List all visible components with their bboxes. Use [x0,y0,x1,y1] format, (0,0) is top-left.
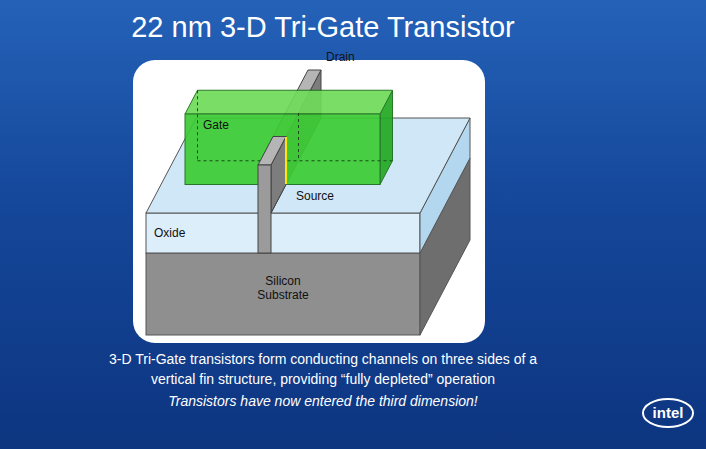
channel-line [285,137,287,184]
hidden-edge [198,160,393,161]
slide-title: 22 nm 3-D Tri-Gate Transistor [63,11,583,44]
logo-text: intel [643,404,693,421]
node-label: Gate [203,118,229,132]
substrate-front [146,253,420,335]
gate-top [185,90,393,114]
oxide-layer: Oxide [146,213,420,253]
drain-label: Drain [326,50,355,64]
hidden-edge [197,90,198,161]
substrate-layer: Silicon Substrate [146,253,420,335]
gate-block [185,90,393,184]
tagline: Transistors have now entered the third d… [88,393,558,409]
node-label: Silicon Substrate [243,274,323,302]
oxide-front [146,213,420,253]
source-label: Source [296,189,334,203]
white-panel [133,60,485,343]
fin-front [258,165,271,253]
node-label: Oxide [154,226,185,240]
hidden-edge [298,113,299,161]
logo-ring [643,399,693,427]
fin-top [258,137,286,166]
gate-box: Gate [185,114,380,184]
hidden-edges [198,90,393,161]
slide-caption: 3-D Tri-Gate transistors form conducting… [88,349,558,389]
